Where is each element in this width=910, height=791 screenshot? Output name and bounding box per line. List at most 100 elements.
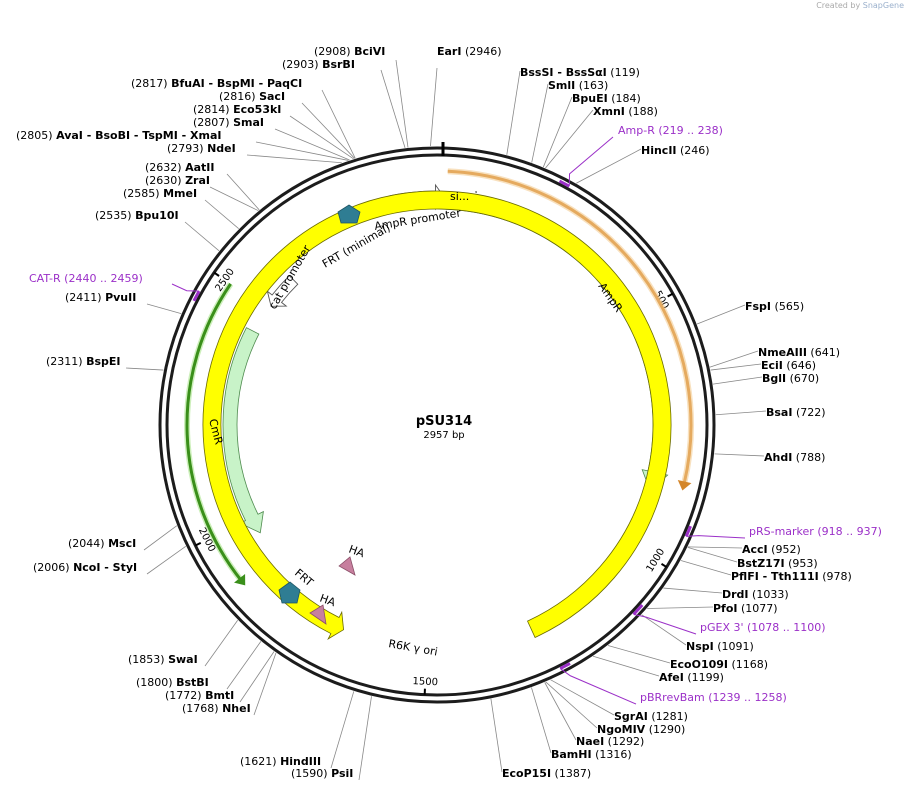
site-name: AfeI — [659, 671, 684, 684]
site-leader-line — [321, 89, 356, 159]
primer-label[interactable]: CAT-R (2440 .. 2459) — [29, 272, 143, 285]
restriction-site-label[interactable]: (2903) BsrBI — [282, 58, 355, 71]
site-leader-line — [143, 525, 178, 551]
primer-label[interactable]: Amp-R (219 .. 238) — [618, 124, 723, 137]
restriction-site-label[interactable]: (1800) BstBI — [136, 676, 209, 689]
site-leader-line — [246, 154, 342, 164]
restriction-site-label[interactable]: EciI (646) — [761, 359, 816, 372]
site-position: (1590) — [291, 767, 331, 780]
site-position: (2817) — [131, 77, 171, 90]
restriction-site-label[interactable]: EcoP15I (1387) — [502, 767, 591, 780]
restriction-site-label[interactable]: (1768) NheI — [182, 702, 251, 715]
restriction-site-label[interactable]: (2793) NdeI — [167, 142, 236, 155]
site-leader-line — [330, 691, 355, 769]
restriction-site-label[interactable]: (1853) SwaI — [128, 653, 198, 666]
primer-leader-line — [633, 613, 697, 635]
restriction-site-label[interactable]: EarI (2946) — [437, 45, 502, 58]
ampr-line-halo — [447, 168, 694, 485]
restriction-site-label[interactable]: BpuEI (184) — [572, 92, 641, 105]
primer-leader-line — [686, 535, 746, 539]
site-leader-line — [125, 367, 164, 371]
restriction-site-label[interactable]: FspI (565) — [745, 300, 804, 313]
restriction-site-label[interactable]: (2630) ZraI — [145, 174, 210, 187]
site-position: (2903) — [282, 58, 322, 71]
site-leader-line — [696, 304, 746, 325]
restriction-site-label[interactable]: AccI (952) — [742, 543, 801, 556]
restriction-site-label[interactable]: (2632) AatII — [145, 161, 214, 174]
restriction-site-label[interactable]: BamHI (1316) — [551, 748, 632, 761]
restriction-site-label[interactable]: (2535) Bpu10I — [95, 209, 179, 222]
restriction-site-label[interactable]: BstZ17I (953) — [737, 557, 818, 570]
restriction-site-label[interactable]: XmnI (188) — [593, 105, 658, 118]
site-name: SgrAI — [614, 710, 648, 723]
restriction-site-label[interactable]: (2807) SmaI — [193, 116, 264, 129]
frt-label: FRT — [292, 566, 316, 589]
site-name: BssSI - BssSαI — [520, 66, 607, 79]
restriction-site-label[interactable]: HincII (246) — [641, 144, 710, 157]
restriction-site-label[interactable]: (2006) NcoI - StyI — [33, 561, 137, 574]
restriction-site-label[interactable]: SmlI (163) — [548, 79, 608, 92]
site-position: (952) — [768, 543, 801, 556]
site-position: (2632) — [145, 161, 185, 174]
restriction-site-label[interactable]: NaeI (1292) — [576, 735, 644, 748]
restriction-site-label[interactable]: SgrAI (1281) — [614, 710, 688, 723]
restriction-site-label[interactable]: (1590) PsiI — [291, 767, 353, 780]
restriction-site-label[interactable]: (2585) MmeI — [123, 187, 197, 200]
restriction-site-label[interactable]: AhdI (788) — [764, 451, 825, 464]
restriction-site-label[interactable]: (2805) AvaI - BsoBI - TspMI - XmaI — [16, 129, 222, 142]
site-position: (2814) — [193, 103, 233, 116]
restriction-site-label[interactable]: (2814) Eco53kI — [193, 103, 281, 116]
frt-minimal-marker — [337, 204, 361, 224]
restriction-site-label[interactable]: (1621) HindIII — [240, 755, 321, 768]
restriction-site-label[interactable]: (2044) MscI — [68, 537, 136, 550]
backbone-outer — [158, 146, 716, 704]
restriction-site-label[interactable]: (2411) PvuII — [65, 291, 136, 304]
frt-marker — [278, 581, 301, 604]
site-position: (1168) — [728, 658, 768, 671]
site-name: SmlI — [548, 79, 575, 92]
site-name: EciI — [761, 359, 783, 372]
restriction-site-label[interactable]: EcoO109I (1168) — [670, 658, 768, 671]
restriction-site-label[interactable]: BssSI - BssSαI (119) — [520, 66, 640, 79]
restriction-site-label[interactable]: NmeAIII (641) — [758, 346, 840, 359]
site-leader-line — [204, 619, 239, 667]
restriction-site-label[interactable]: PfoI (1077) — [713, 602, 778, 615]
site-leader-line — [209, 186, 259, 212]
restriction-site-label[interactable]: (1772) BmtI — [165, 689, 234, 702]
site-position: (1033) — [749, 588, 789, 601]
site-position: (2805) — [16, 129, 56, 142]
site-leader-line — [358, 696, 372, 781]
restriction-site-label[interactable]: NgoMIV (1290) — [597, 723, 685, 736]
restriction-site-label[interactable]: NspI (1091) — [686, 640, 754, 653]
site-leader-line — [226, 173, 260, 211]
site-position: (670) — [786, 372, 819, 385]
site-leader-line — [545, 681, 598, 729]
site-name: SwaI — [168, 653, 198, 666]
restriction-site-label[interactable]: (2817) BfuAI - BspMI - PaqCI — [131, 77, 302, 90]
site-position: (2535) — [95, 209, 135, 222]
primer-label[interactable]: pRS-marker (918 .. 937) — [749, 525, 882, 538]
site-leader-line — [607, 645, 671, 664]
primer-label[interactable]: pGEX 3' (1078 .. 1100) — [700, 621, 826, 634]
restriction-site-label[interactable]: (2908) BciVI — [314, 45, 385, 58]
restriction-site-label[interactable]: (2311) BspEI — [46, 355, 121, 368]
site-leader-line — [274, 128, 350, 161]
restriction-site-label[interactable]: PflFI - Tth111I (978) — [731, 570, 852, 583]
site-leader-line — [204, 199, 239, 230]
site-leader-line — [550, 679, 615, 716]
restriction-sites: EarI (2946) (2908) BciVI(2903) BsrBI (2817… — [16, 45, 852, 780]
restriction-site-label[interactable]: DrdI (1033) — [722, 588, 789, 601]
restriction-site-label[interactable]: BsaI (722) — [766, 406, 826, 419]
primer-binding-mark — [192, 290, 201, 302]
site-leader-line — [641, 614, 687, 646]
restriction-site-label[interactable]: AfeI (1199) — [659, 671, 724, 684]
restriction-site-label[interactable]: BglI (670) — [762, 372, 819, 385]
site-leader-line — [146, 546, 186, 575]
primer-labels: Amp-R (219 .. 238) CAT-R (2440 .. 2459) pR… — [29, 124, 882, 704]
primer-label[interactable]: pBRrevBam (1239 .. 1258) — [640, 691, 787, 704]
restriction-site-label[interactable]: (2816) SacI — [219, 90, 285, 103]
primer-name: CAT-R — [29, 272, 61, 285]
site-position: (1091) — [714, 640, 754, 653]
ha2-label: HA — [318, 592, 338, 610]
